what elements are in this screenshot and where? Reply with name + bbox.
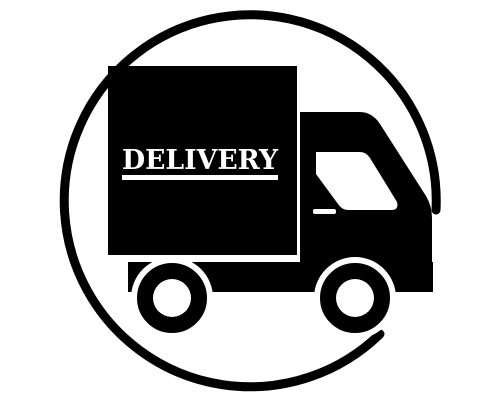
cargo-box [108,66,297,255]
circle-ring [59,10,441,392]
door-handle [313,209,336,214]
label-underline [122,175,278,180]
front-wheel [314,257,396,339]
delivery-label: DELIVERY [122,145,279,176]
rear-wheel [131,257,213,339]
cab-window [316,152,398,210]
